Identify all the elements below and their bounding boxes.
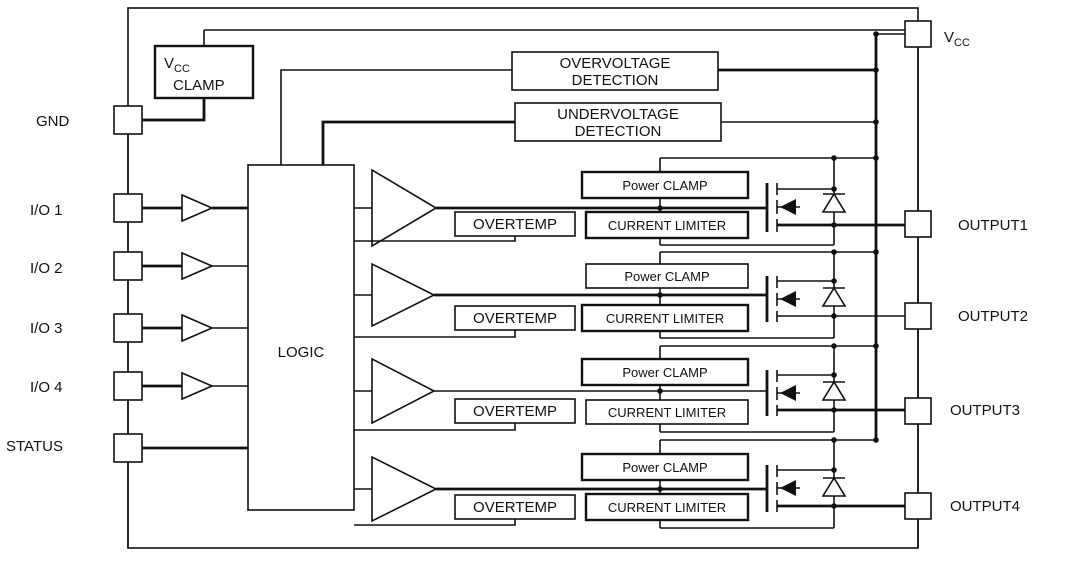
current-limiter-label-3: CURRENT LIMITER [608, 405, 726, 420]
body-diode-1 [821, 192, 847, 213]
vcc-clamp-block [153, 44, 255, 100]
input-buffer-4 [181, 371, 215, 401]
gate-driver-1 [371, 168, 438, 248]
output4-label: OUTPUT4 [950, 498, 1020, 515]
channel-1: I/O 1 Power CLAMP CURRENT LIMITER OVERTE… [30, 155, 1028, 248]
current-limiter-1 [584, 210, 750, 240]
power-clamp-2 [585, 263, 749, 289]
channel-3: I/O 3 Power CLAMP CURRENT LIMITER OVERTE… [30, 313, 1020, 433]
output1-label: OUTPUT1 [958, 217, 1028, 234]
power-clamp-3 [580, 357, 750, 387]
io4-label: I/O 4 [30, 379, 63, 396]
vcc-label: VCC [944, 29, 970, 49]
current-limiter-label-2: CURRENT LIMITER [606, 311, 724, 326]
overvoltage-detection-block [511, 51, 719, 91]
body-diode-4 [821, 476, 847, 497]
input-buffer-3 [181, 313, 215, 343]
output4-pin [904, 492, 932, 520]
overtemp-4 [454, 494, 576, 520]
io2-label: I/O 2 [30, 260, 63, 277]
gate-driver-2 [371, 262, 436, 328]
undervoltage-label-1: UNDERVOLTAGE [557, 106, 679, 123]
output3-pin [904, 397, 932, 425]
io1-pin [113, 193, 143, 223]
current-limiter-3 [585, 399, 749, 425]
gnd-label: GND [36, 113, 70, 130]
power-clamp-label-1: Power CLAMP [622, 178, 707, 193]
undervoltage-detection-block [514, 102, 722, 142]
overvoltage-label-1: OVERVOLTAGE [560, 55, 671, 72]
overvoltage-label-2: DETECTION [572, 72, 659, 89]
current-limiter-label-4: CURRENT LIMITER [608, 500, 726, 515]
overtemp-label-1: OVERTEMP [473, 216, 557, 233]
input-buffer-1 [181, 193, 215, 223]
io1-label: I/O 1 [30, 202, 63, 219]
logic-label: LOGIC [278, 344, 325, 361]
power-clamp-label-4: Power CLAMP [622, 460, 707, 475]
channel-2: I/O 2 Power CLAMP CURRENT LIMITER OVERTE… [30, 249, 1028, 339]
power-clamp-1 [580, 170, 750, 200]
current-limiter-label-1: CURRENT LIMITER [608, 218, 726, 233]
io2-pin [113, 251, 143, 281]
output2-pin [904, 302, 932, 330]
body-diode-3 [821, 380, 847, 401]
channel-4: I/O 4 Power CLAMP CURRENT LIMITER OVERTE… [30, 371, 1020, 529]
io3-label: I/O 3 [30, 320, 63, 337]
overtemp-2 [454, 305, 576, 331]
gate-driver-3 [371, 357, 436, 425]
vcc-clamp-label-2: CLAMP [173, 77, 225, 94]
overtemp-label-4: OVERTEMP [473, 499, 557, 516]
overtemp-label-2: OVERTEMP [473, 310, 557, 327]
body-diode-2 [821, 286, 847, 307]
gate-driver-4 [371, 455, 438, 523]
overtemp-label-3: OVERTEMP [473, 403, 557, 420]
output2-label: OUTPUT2 [958, 308, 1028, 325]
output3-label: OUTPUT3 [950, 402, 1020, 419]
vcc-clamp-label: VCC [164, 55, 190, 75]
io3-pin [113, 313, 143, 343]
power-clamp-label-3: Power CLAMP [622, 365, 707, 380]
vcc-pin [904, 20, 932, 48]
io4-pin [113, 371, 143, 401]
output1-pin [904, 210, 932, 238]
undervoltage-label-2: DETECTION [575, 123, 662, 140]
overtemp-1 [454, 211, 576, 237]
power-clamp-4 [580, 452, 750, 482]
input-buffer-2 [181, 251, 215, 281]
current-limiter-4 [584, 492, 750, 522]
status-label: STATUS [6, 438, 63, 455]
gnd-pin [113, 105, 143, 135]
power-clamp-label-2: Power CLAMP [624, 269, 709, 284]
status-pin [113, 433, 143, 463]
logic-block [247, 164, 355, 511]
current-limiter-2 [580, 303, 750, 333]
